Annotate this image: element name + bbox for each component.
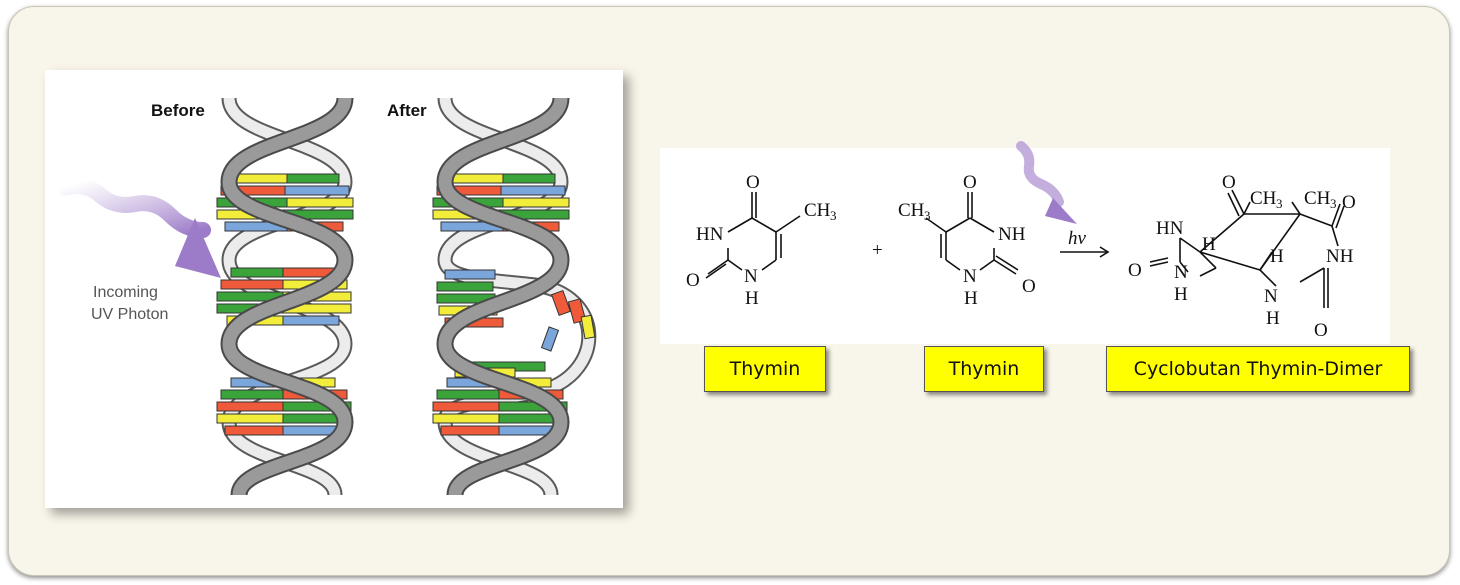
dimer-CH-2-sub: 3 — [1330, 196, 1337, 211]
thymin-1-structure — [705, 192, 801, 279]
dna-illustration: Before After Incoming UV Photon — [45, 70, 623, 508]
t1-HN: HN — [696, 224, 724, 245]
t2-H: H — [964, 288, 978, 309]
dna-svg: Before After Incoming UV Photon — [57, 96, 597, 497]
t2-NH: NH — [998, 224, 1026, 245]
dimer-H-1: H — [1202, 234, 1216, 255]
dimer-structure — [1149, 189, 1345, 308]
dna-after-helix — [432, 96, 597, 497]
t1-CH-label: CH — [804, 200, 831, 221]
uv-photon-arrow — [57, 178, 221, 278]
dimer-H-2: H — [1270, 246, 1284, 267]
reaction-arrow-head — [1099, 246, 1110, 258]
thymin-2-label: Thymin — [924, 346, 1044, 392]
t2-N: N — [963, 266, 977, 287]
dimer-label: Cyclobutan Thymin-Dimer — [1106, 346, 1410, 392]
t1-CH-sub: 3 — [830, 208, 837, 223]
dimer-NH: NH — [1326, 246, 1354, 267]
dna-before-helix — [216, 96, 354, 497]
thymin-2-structure — [925, 192, 1019, 275]
dimer-N-1: N — [1174, 262, 1188, 283]
dimer-N-2: N — [1264, 286, 1278, 307]
dimer-CH-1-sub: 3 — [1276, 196, 1283, 211]
t1-O-bottom: O — [686, 270, 700, 291]
dimer-O-2: O — [1342, 192, 1356, 213]
hv-label: hν — [1068, 228, 1087, 249]
after-heading: After — [387, 101, 427, 120]
dimer-CH-1: CH — [1250, 188, 1277, 209]
dimer-H-4: H — [1266, 308, 1280, 329]
dimer-CH-2: CH — [1304, 188, 1331, 209]
dimer-HN: HN — [1156, 218, 1184, 239]
uv-arrow-reaction — [1016, 141, 1077, 224]
t2-O-top: O — [963, 172, 977, 193]
t1-O-top: O — [746, 172, 760, 193]
plus-sign: + — [872, 240, 883, 261]
reaction-svg: O HN CH 3 O N H + O CH 3 NH O N H hν O C… — [686, 172, 1356, 341]
before-heading: Before — [151, 101, 205, 120]
t1-N: N — [744, 266, 758, 287]
t2-CH-label: CH — [898, 200, 925, 221]
dimer-O-1: O — [1222, 172, 1236, 193]
t1-H: H — [745, 288, 759, 309]
dimer-H-3: H — [1174, 284, 1188, 305]
uv-label-line2: UV Photon — [91, 306, 168, 323]
t2-O-bottom: O — [1022, 276, 1036, 297]
dimer-O-3: O — [1128, 260, 1142, 281]
reaction-diagram: O HN CH 3 O N H + O CH 3 NH O N H hν O C… — [660, 148, 1390, 344]
thymin-1-label: Thymin — [704, 346, 826, 392]
dimer-O-4: O — [1314, 320, 1328, 341]
t2-CH-sub: 3 — [924, 208, 931, 223]
uv-label-line1: Incoming — [93, 284, 158, 301]
